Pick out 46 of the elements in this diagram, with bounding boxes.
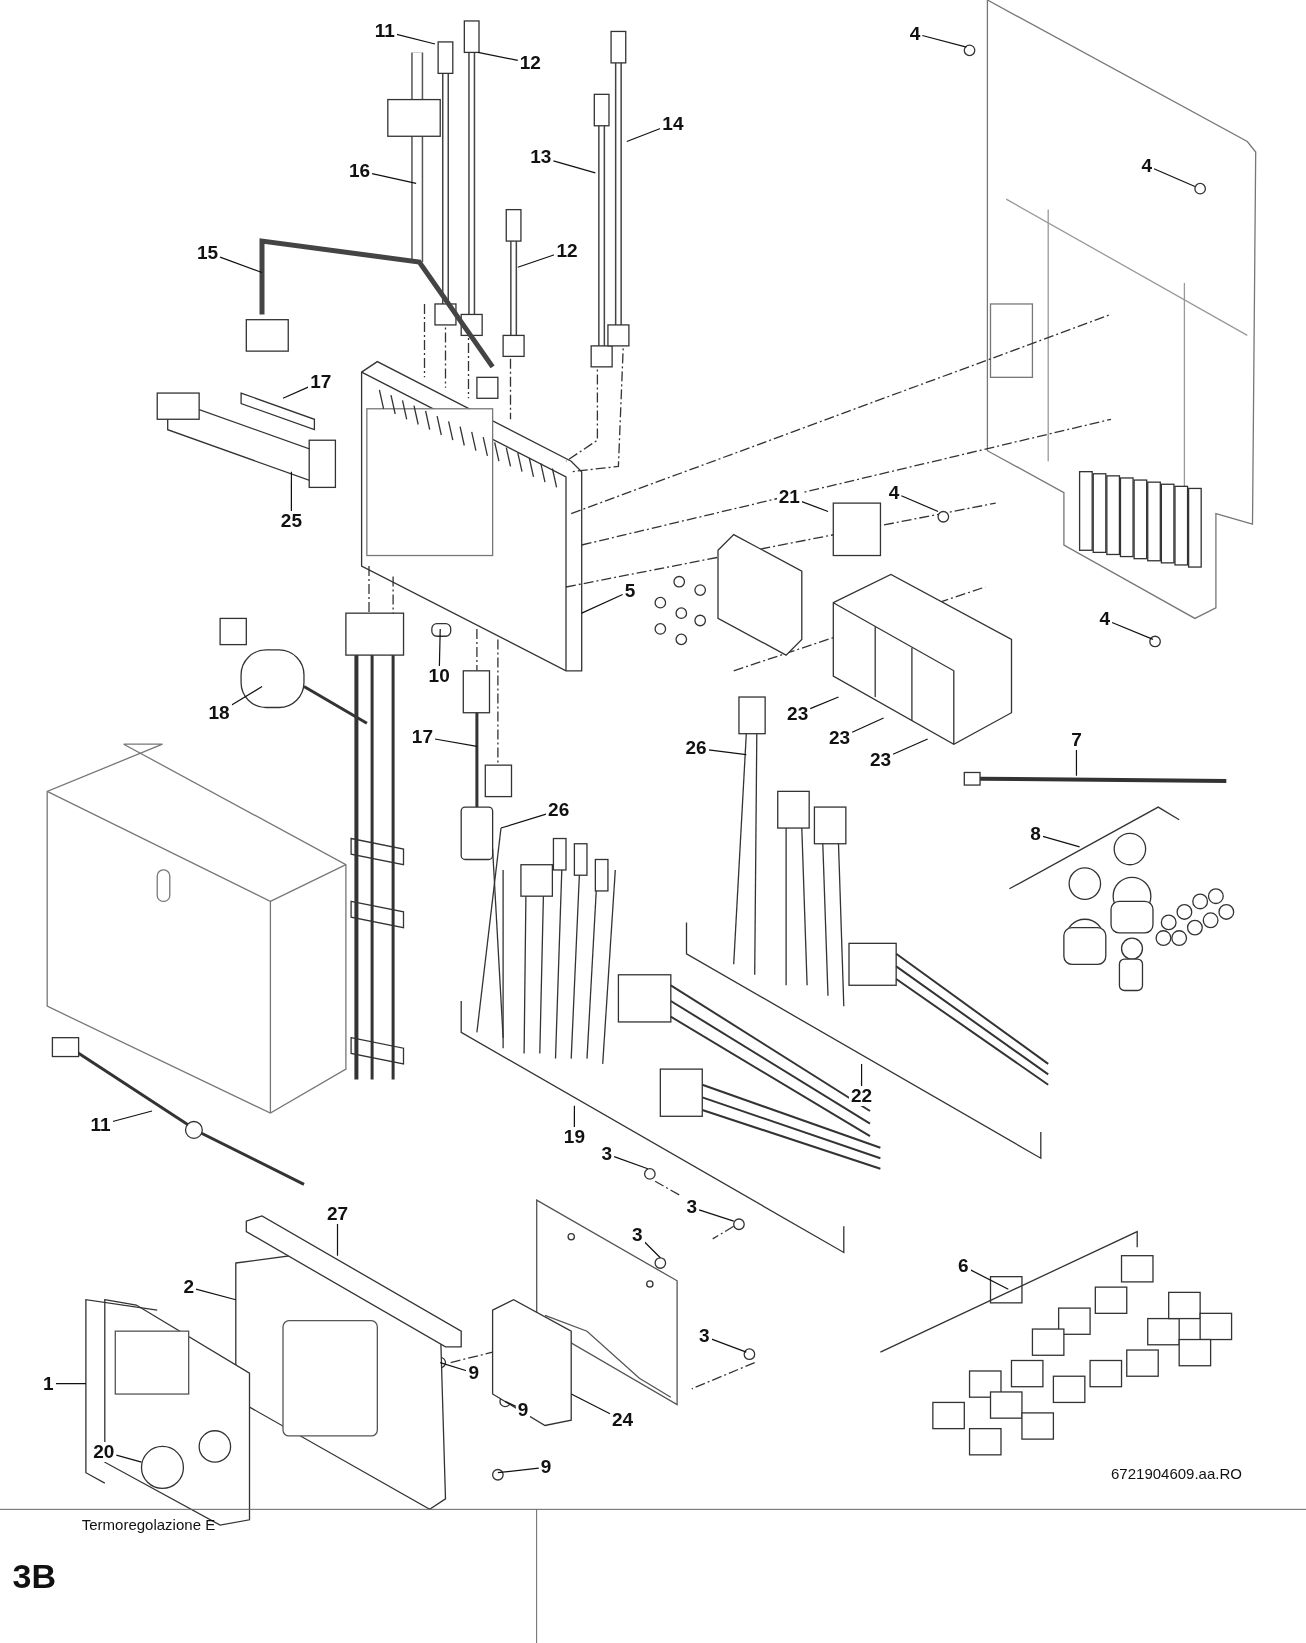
leader-line [698,1209,735,1222]
leader-line [112,1110,153,1123]
leader-line [643,1241,661,1259]
leader-line [707,749,747,756]
leader-line [860,1063,863,1087]
leader-line [1153,168,1196,188]
leader-line [439,1362,468,1372]
leader-line [434,738,478,747]
leader-line [1075,749,1078,777]
leader-line [626,127,661,143]
leader-line [711,1338,747,1353]
leader-line [500,813,547,829]
section-title: Termoregolazione E [81,1515,216,1533]
leader-line [900,495,939,513]
leader-line [581,593,624,614]
leader-line [371,173,417,185]
leader-line [573,1105,575,1128]
leader-line [219,256,263,274]
leader-line [892,738,929,755]
leader-line [969,1269,1009,1290]
leader-line [1042,835,1081,848]
leader-line [851,717,885,733]
leader-line [517,254,556,268]
leader-line [54,1382,87,1385]
callout-number: 22 [849,1086,875,1107]
page-number: 3B [12,1556,57,1596]
leader-line [809,696,840,710]
leader-line [497,1467,540,1474]
leader-line [1111,621,1154,640]
leader-line [552,160,596,174]
leader-line [613,1156,649,1170]
leader-line [282,386,309,399]
leader-line [438,628,441,667]
leader-line [801,500,829,513]
leader-line [396,33,436,45]
leader-line [195,1288,237,1301]
leader-line [115,1454,143,1463]
leader-line [290,471,292,512]
leader-line [336,1223,339,1257]
callout-number: 20 [91,1441,117,1462]
drawing-number: 6721904609.aa.RO [1111,1465,1242,1483]
leader-line [231,685,263,706]
leader-line [504,1400,517,1407]
leader-line [921,34,967,48]
leader-line [570,1393,611,1415]
leader-line [477,51,519,61]
